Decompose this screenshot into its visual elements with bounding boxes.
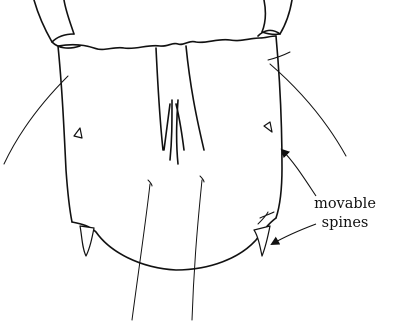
long-setae: [4, 52, 346, 320]
right-appendage-stub: [258, 0, 292, 36]
callout-label-line-1: movable: [300, 197, 390, 212]
marginal-spines: [74, 122, 272, 138]
left-appendage-stub: [34, 0, 80, 48]
callout-label-line-2: spines: [300, 216, 390, 231]
central-ridges: [156, 46, 204, 164]
